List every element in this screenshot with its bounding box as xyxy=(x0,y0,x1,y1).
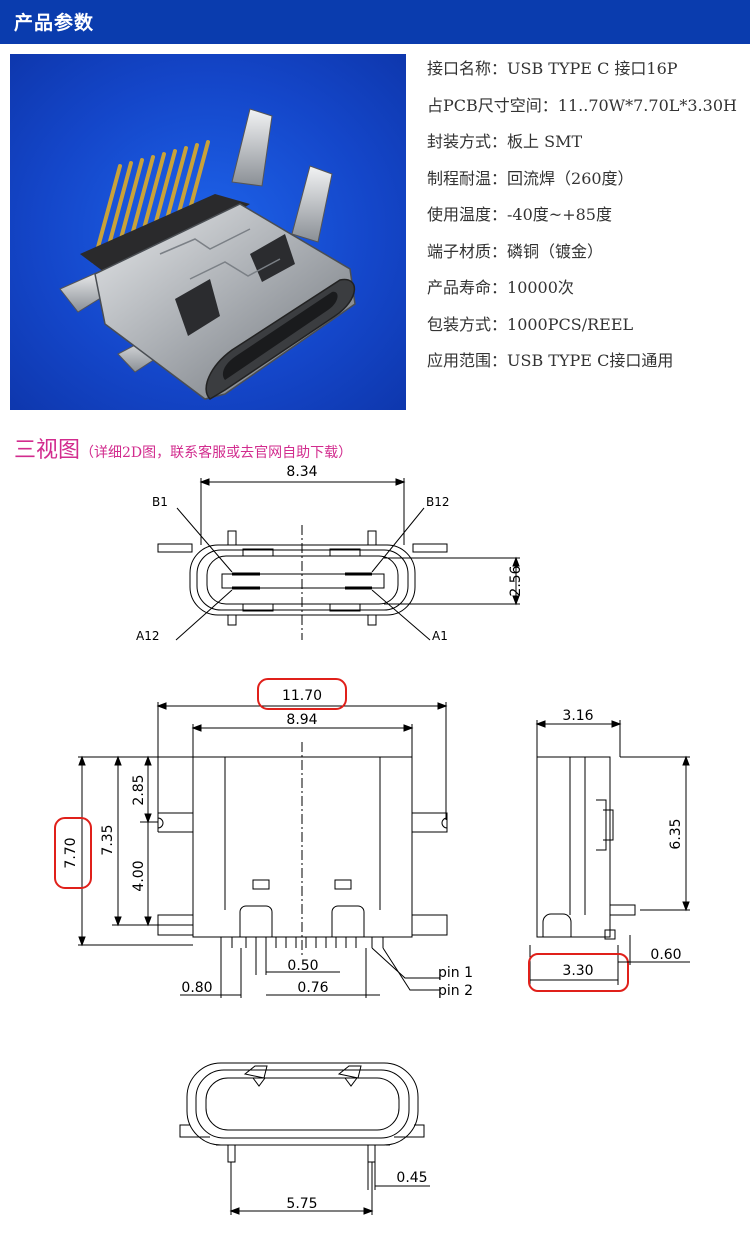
lower-dim: 4.00 xyxy=(131,860,147,891)
connector-illustration xyxy=(59,108,356,400)
product-photo xyxy=(10,54,406,410)
pin-label-b1: B1 xyxy=(152,495,168,509)
technical-drawing: 8.34 2.56 B1 B12 xyxy=(54,464,690,1215)
upper-dim: 2.85 xyxy=(131,774,147,805)
bottom-lead-width-dim: 0.45 xyxy=(396,1170,427,1186)
overall-length-dim: 7.70 xyxy=(63,837,79,868)
header-bar: 产品参数 xyxy=(0,0,750,44)
pin2-label: pin 2 xyxy=(438,983,473,999)
front-width-dim: 8.34 xyxy=(286,464,317,480)
pin-label-a12: A12 xyxy=(136,629,159,643)
offset-left-dim: 0.80 xyxy=(181,980,212,996)
side-height-dim: 6.35 xyxy=(668,818,684,849)
highlight-length-box xyxy=(54,817,92,889)
pin-label-b12: B12 xyxy=(426,495,450,509)
side-lead-dim: 0.60 xyxy=(650,947,681,963)
spec-row-packing: 包装方式：1000PCS/REEL xyxy=(427,314,634,334)
three-view-title: 三视图 xyxy=(14,438,81,463)
front-height-dim: 2.56 xyxy=(508,565,524,596)
body-width-dim: 8.94 xyxy=(286,712,317,728)
spec-row-package: 封装方式：板上 SMT xyxy=(427,132,583,151)
highlight-height-box xyxy=(528,953,629,992)
overall-width-dim: 11.70 xyxy=(282,688,322,704)
side-total-height-dim: 3.30 xyxy=(562,963,593,979)
side-depth-dim: 3.16 xyxy=(562,708,593,724)
spec-row-lifetime: 产品寿命：10000次 xyxy=(427,278,574,297)
bottom-view: 5.75 0.45 xyxy=(179,1062,430,1215)
header-title: 产品参数 xyxy=(14,12,95,34)
inner-length-dim: 7.35 xyxy=(100,824,116,855)
three-view-note: （详细2D图，联系客服或去官网自助下载） xyxy=(80,445,353,461)
highlight-width-box xyxy=(257,678,347,710)
spec-row-application: 应用范围：USB TYPE C接口通用 xyxy=(427,351,674,370)
spec-row-pcb-size: 占PCB尺寸空间：11..70W*7.70L*3.30H xyxy=(427,95,737,115)
offset-right-dim: 0.76 xyxy=(297,980,328,996)
pin-label-a1: A1 xyxy=(432,629,448,643)
pin1-label: pin 1 xyxy=(438,965,473,981)
front-view: 8.34 2.56 B1 B12 xyxy=(136,464,524,643)
pitch-dim: 0.50 xyxy=(287,958,318,974)
three-view-heading: 三视图（详细2D图，联系客服或去官网自助下载） xyxy=(14,432,352,464)
spec-list: 接口名称：USB TYPE C 接口16P 占PCB尺寸空间：11..70W*7… xyxy=(427,56,747,385)
spec-row-operating-temp: 使用温度：-40度~+85度 xyxy=(427,205,612,224)
side-view: 3.16 6.35 3.30 0.60 xyxy=(528,708,690,992)
spec-row-terminal-material: 端子材质：磷铜（镀金） xyxy=(427,241,604,261)
spec-row-process-temp: 制程耐温：回流焊（260度） xyxy=(427,168,634,188)
bottom-pitch-total-dim: 5.75 xyxy=(286,1196,317,1212)
spec-row-interface: 接口名称：USB TYPE C 接口16P xyxy=(427,59,678,78)
top-view: 11.70 8.94 xyxy=(54,678,473,999)
